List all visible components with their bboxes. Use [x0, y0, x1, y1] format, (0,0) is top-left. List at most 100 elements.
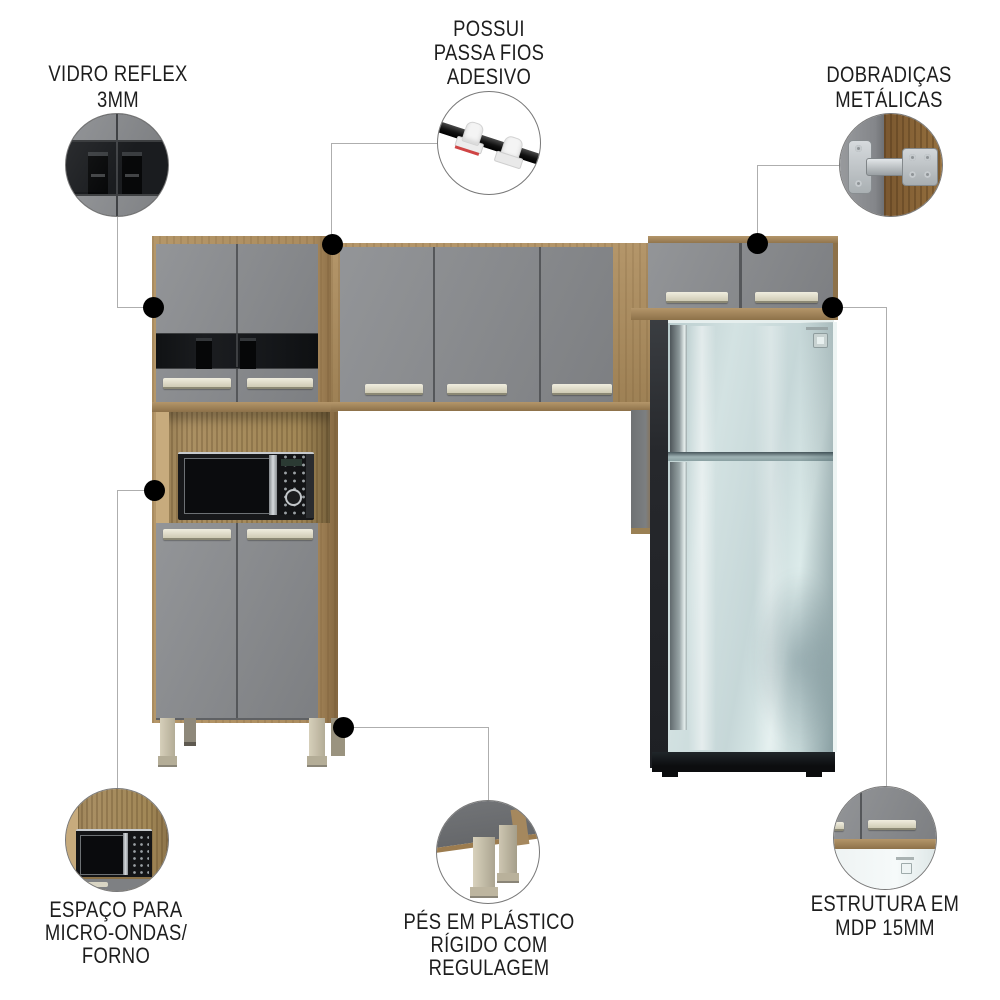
- label-line: RÍGIDO COM: [430, 932, 548, 957]
- hinge-screw: [924, 154, 931, 161]
- estrutura-handle-partial: [834, 822, 844, 831]
- tower-upper-right-handle: [247, 378, 313, 389]
- espaco-handle-sliver: [78, 882, 108, 887]
- hinge-screw: [909, 171, 916, 178]
- label-line: VIDRO REFLEX: [48, 61, 188, 86]
- center-door2-handle: [447, 384, 507, 395]
- center-cabinet-bottom-band: [331, 402, 652, 411]
- marker-dot-espaco: [143, 479, 165, 501]
- center-door-gap: [433, 247, 435, 402]
- glass-jar: [240, 338, 256, 369]
- hinge-screw: [909, 154, 916, 161]
- vidro-jar-label: [91, 174, 105, 177]
- label-line: REGULAGEM: [428, 955, 550, 980]
- right-door2-handle: [755, 292, 818, 303]
- tower-leg: [160, 718, 175, 758]
- fridge-freezer-handle: [670, 325, 687, 452]
- connector-dobradicas-horizontal: [757, 164, 839, 166]
- connector-passafios-vertical: [330, 143, 332, 238]
- fridge-highlight-streak: [754, 326, 788, 750]
- estrutura-wood-band: [834, 839, 936, 849]
- detail-circle-dobradicas: [839, 113, 943, 217]
- fridge-door-handle: [670, 462, 687, 730]
- microwave-knob: [285, 489, 302, 506]
- cable-group: [438, 108, 540, 183]
- detail-circle-vidro: [65, 113, 169, 217]
- label-line: ESPAÇO PARA: [49, 897, 183, 922]
- label-vidro-reflex: VIDRO REFLEX 3MM: [0, 61, 249, 113]
- fridge-foot: [806, 770, 822, 777]
- label-line: MDP 15MM: [835, 915, 935, 940]
- label-line: DOBRADIÇAS: [826, 62, 952, 87]
- fridge-side-panel: [650, 320, 668, 768]
- pes-front-leg: [473, 837, 495, 891]
- marker-dot-vidro: [142, 296, 164, 318]
- fridge-brand-text: [806, 327, 828, 330]
- fridge-edge-shade: [800, 322, 834, 754]
- microwave-side-panel: [306, 454, 314, 518]
- detail-circle-pes: [436, 800, 540, 904]
- cable: [438, 119, 540, 168]
- fridge-reflection: [752, 570, 830, 750]
- tower-lower-right-handle: [247, 529, 313, 540]
- connector-passafios-horizontal: [331, 142, 437, 144]
- label-line: ADESIVO: [446, 64, 532, 89]
- tower-shelf-band: [152, 402, 338, 412]
- fridge-highlight-streak: [688, 326, 716, 750]
- microwave-divider: [269, 455, 277, 515]
- microwave-door: [184, 458, 270, 514]
- connector-estrutura-vertical: [885, 307, 887, 787]
- label-estrutura-mdp: ESTRUTURA EM MDP 15MM: [754, 892, 1000, 940]
- hinge-screw: [855, 145, 862, 152]
- connector-vidro-horizontal: [117, 306, 148, 308]
- estrutura-door-split: [860, 787, 862, 839]
- detail-circle-estrutura: [833, 786, 937, 890]
- label-dobradicas: DOBRADIÇAS METÁLICAS: [758, 62, 1000, 112]
- right-cabinet-side-sliver: [833, 243, 838, 308]
- center-door1-handle: [365, 384, 423, 395]
- label-line: PASSA FIOS: [433, 40, 545, 65]
- fridge-door-divider: [668, 452, 834, 461]
- label-line: FORNO: [81, 943, 151, 968]
- center-support-panel: [631, 410, 652, 534]
- center-cabinet-doors: [340, 247, 613, 402]
- connector-pes-vertical: [487, 727, 489, 801]
- niche-left-wall: [156, 412, 169, 523]
- estrutura-brand-text: [896, 857, 914, 860]
- label-line: 3MM: [97, 87, 139, 112]
- connector-estrutura-horizontal: [840, 306, 886, 308]
- espaco-microwave-divider: [123, 833, 128, 875]
- pes-rear-leg: [499, 825, 517, 877]
- estrutura-fridge-top: [834, 849, 936, 889]
- label-espaco-micro-ondas: ESPAÇO PARA MICRO-ONDAS/ FORNO: [0, 898, 247, 967]
- espaco-microwave-door: [80, 835, 124, 875]
- right-door-gap: [739, 243, 742, 308]
- fridge-brand-emblem: [813, 333, 828, 348]
- right-cabinet-bottom-band: [631, 308, 838, 320]
- tower-leg-foot: [158, 756, 177, 767]
- connector-espaco-horizontal: [117, 489, 149, 491]
- fridge-foot: [662, 770, 678, 777]
- label-pes-plastico: PÉS EM PLÁSTICO RÍGIDO COM REGULAGEM: [358, 910, 620, 979]
- fridge-plinth: [652, 752, 835, 772]
- hinge-screw: [855, 180, 862, 187]
- detail-circle-espaco: [65, 788, 169, 892]
- hinge-mount-plate: [902, 148, 938, 186]
- connector-espaco-vertical: [116, 490, 118, 788]
- tower-upper-door-gap: [236, 244, 238, 402]
- espaco-shelf-band: [66, 877, 168, 891]
- tower-leg-foot: [307, 756, 327, 767]
- marker-dot-pes: [332, 716, 354, 738]
- microwave-display: [281, 459, 302, 466]
- tower-glass-divider: [236, 333, 238, 367]
- estrutura-handle: [868, 820, 916, 830]
- marker-dot-passafios: [321, 233, 343, 255]
- espaco-microwave-panel: [129, 833, 149, 875]
- label-line: ESTRUTURA EM: [810, 891, 960, 916]
- glass-jar: [196, 338, 212, 369]
- pes-rear-foot: [497, 873, 519, 883]
- hinge-screw: [924, 171, 931, 178]
- connector-vidro-vertical: [116, 217, 118, 307]
- detail-circle-passafios: [437, 91, 541, 195]
